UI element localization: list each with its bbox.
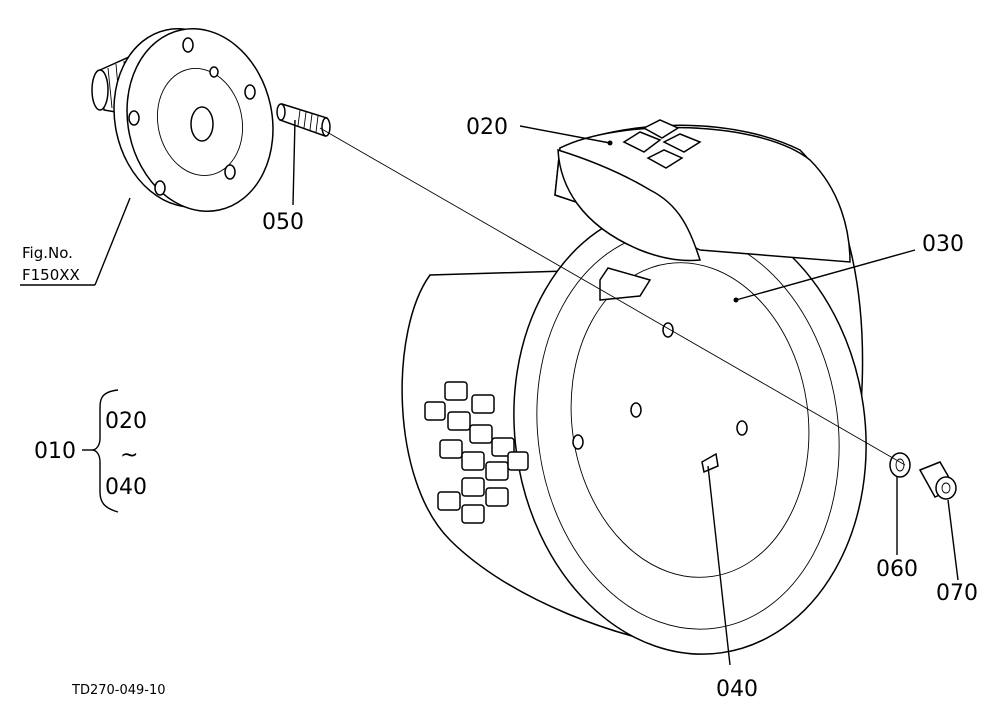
label-040-bottom: 040 — [716, 677, 758, 702]
label-050: 050 — [262, 210, 304, 235]
stud-bolt-drawing — [276, 103, 331, 138]
assembly-axis — [319, 127, 906, 466]
washer-drawing — [889, 452, 911, 478]
group-tilde: ~ — [120, 443, 138, 468]
group-bracket — [82, 389, 119, 513]
hub-flange-drawing — [91, 28, 274, 212]
leader-lines — [20, 119, 959, 666]
group-to-label: 040 — [105, 475, 147, 500]
tread-blocks — [424, 381, 529, 524]
label-060: 060 — [876, 557, 918, 582]
reference-fig-label: Fig.No. — [22, 244, 73, 262]
tire-drawing — [401, 119, 867, 655]
nut-drawing — [918, 461, 957, 500]
label-030: 030 — [922, 232, 964, 257]
group-from-label: 020 — [105, 409, 147, 434]
label-070: 070 — [936, 581, 978, 606]
label-020: 020 — [466, 115, 508, 140]
reference-fig-number: F150XX — [22, 266, 80, 284]
drawing-code: TD270-049-10 — [71, 683, 166, 698]
label-010: 010 — [34, 439, 76, 464]
